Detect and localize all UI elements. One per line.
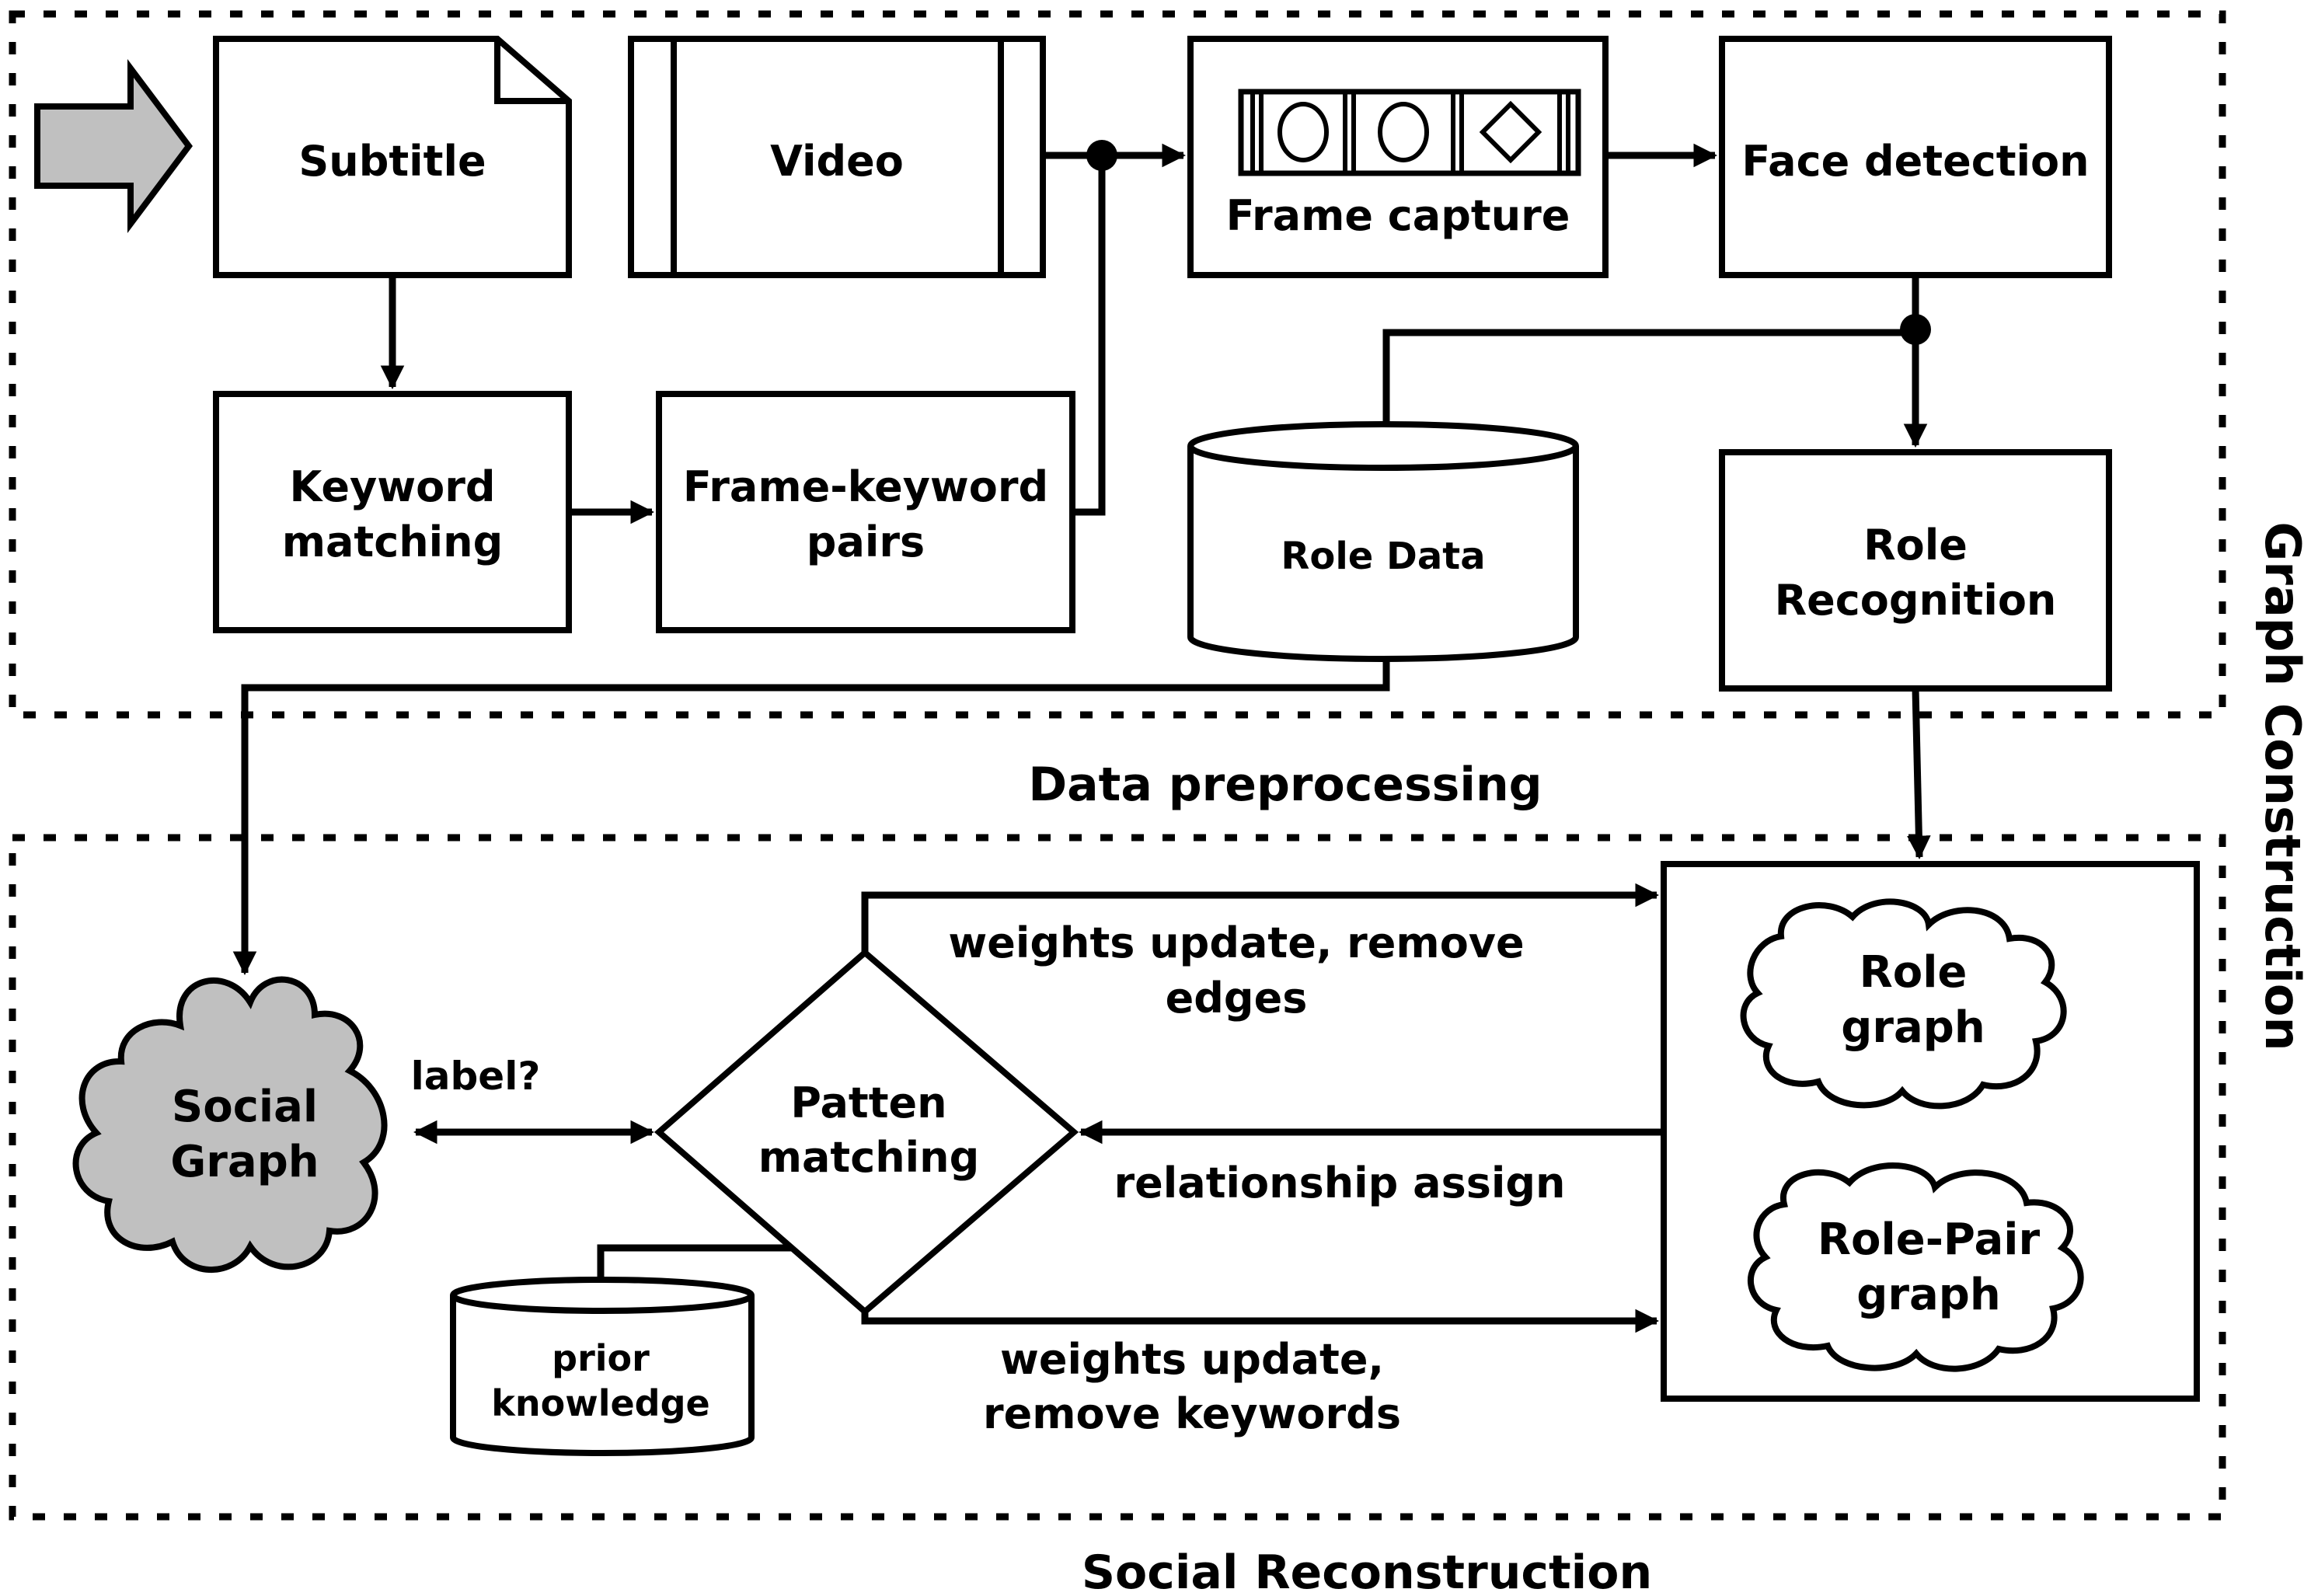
face-detection-node: Face detection [1719, 36, 2112, 278]
patten-matching-to-role-graph-arrow [861, 883, 1660, 953]
frame-capture-label: Frame capture [1226, 191, 1570, 240]
keyword-matching-label-line2: matching [282, 517, 504, 566]
connectors [232, 140, 1931, 1333]
region-borders [9, 10, 2226, 1521]
frame-capture-node: Frame capture [1187, 36, 1609, 278]
role-recognition-to-graph-container-arrow [1907, 688, 1931, 860]
role-recognition-label-line1: Role [1863, 521, 1968, 570]
frame-keyword-pairs-node: Frame-keyword pairs [656, 391, 1075, 633]
data-preprocessing-title: Data preprocessing [1028, 758, 1542, 812]
role-pair-graph-label-line1: Role-Pair [1818, 1214, 2041, 1265]
role-graph-node: Role graph [1740, 898, 2067, 1110]
social-graph-label-line1: Social [172, 1082, 318, 1132]
social-graph-node: Social Graph [72, 976, 388, 1274]
weights-update-remove-edges-label-line1: weights update, remove [948, 918, 1524, 967]
role-pair-graph-cloud-icon [1748, 1162, 2084, 1372]
patten-matching-label-line1: Patten [790, 1079, 946, 1127]
weights-update-remove-edges-label-line2: edges [1166, 974, 1308, 1023]
role-data-node: Role Data [1187, 421, 1579, 662]
junction-dot-video [1086, 140, 1117, 171]
role-data-to-face-detection-join [1382, 329, 1915, 424]
patten-matching-to-role-pair-graph-arrow [861, 1309, 1660, 1333]
social-reconstruction-title: Social Reconstruction [1082, 1545, 1652, 1596]
junction-dot-face [1900, 314, 1931, 345]
video-label: Video [770, 137, 904, 186]
social-graph-cloud-icon [72, 976, 388, 1274]
prior-knowledge-to-patten-matching-link [597, 1244, 791, 1282]
social-reconstruction-region-border [9, 834, 2226, 1521]
face-detection-label: Face detection [1741, 137, 2089, 186]
patten-matching-label-line2: matching [758, 1133, 980, 1182]
frame-keyword-pairs-label-line2: pairs [807, 517, 925, 566]
prior-knowledge-node: prior knowledge [450, 1277, 755, 1456]
frame-keyword-pairs-label-line1: Frame-keyword [683, 462, 1048, 511]
frame-keyword-pairs-to-video-join [1072, 155, 1106, 516]
social-graph-label-line2: Graph [170, 1137, 319, 1187]
prior-knowledge-label-line2: knowledge [491, 1382, 709, 1424]
role-recognition-label-line2: Recognition [1775, 576, 2057, 625]
prior-knowledge-label-line1: prior [552, 1337, 650, 1379]
label-question-edge-label: label? [411, 1054, 541, 1099]
subtitle-node: Subtitle [213, 36, 572, 278]
role-graph-label-line2: graph [1841, 1002, 1985, 1053]
weights-update-remove-keywords-label-line1: weights update, [1000, 1335, 1384, 1384]
subtitle-label: Subtitle [298, 137, 486, 186]
role-recognition-node: Role Recognition [1719, 449, 2112, 692]
film-strip-icon [1238, 89, 1581, 176]
patten-matching-node: Patten matching [654, 948, 1079, 1316]
role-graph-cloud-icon [1740, 898, 2067, 1110]
role-graph-label-line1: Role [1860, 947, 1968, 998]
data-preprocessing-region-border [9, 10, 2226, 719]
start-arrow-icon [34, 59, 193, 233]
video-node: Video [628, 36, 1046, 278]
role-pair-graph-label-line2: graph [1856, 1270, 2000, 1320]
relationship-assign-label: relationship assign [1114, 1159, 1566, 1207]
graph-construction-title: Graph Construction [2254, 521, 2311, 1051]
role-data-to-social-graph-arrow [232, 659, 1390, 976]
role-data-label: Role Data [1281, 535, 1485, 578]
keyword-matching-label-line1: Keyword [290, 462, 496, 511]
role-pair-graph-node: Role-Pair graph [1748, 1162, 2084, 1372]
keyword-matching-node: Keyword matching [213, 391, 572, 633]
weights-update-remove-keywords-label-line2: remove keywords [983, 1389, 1401, 1438]
